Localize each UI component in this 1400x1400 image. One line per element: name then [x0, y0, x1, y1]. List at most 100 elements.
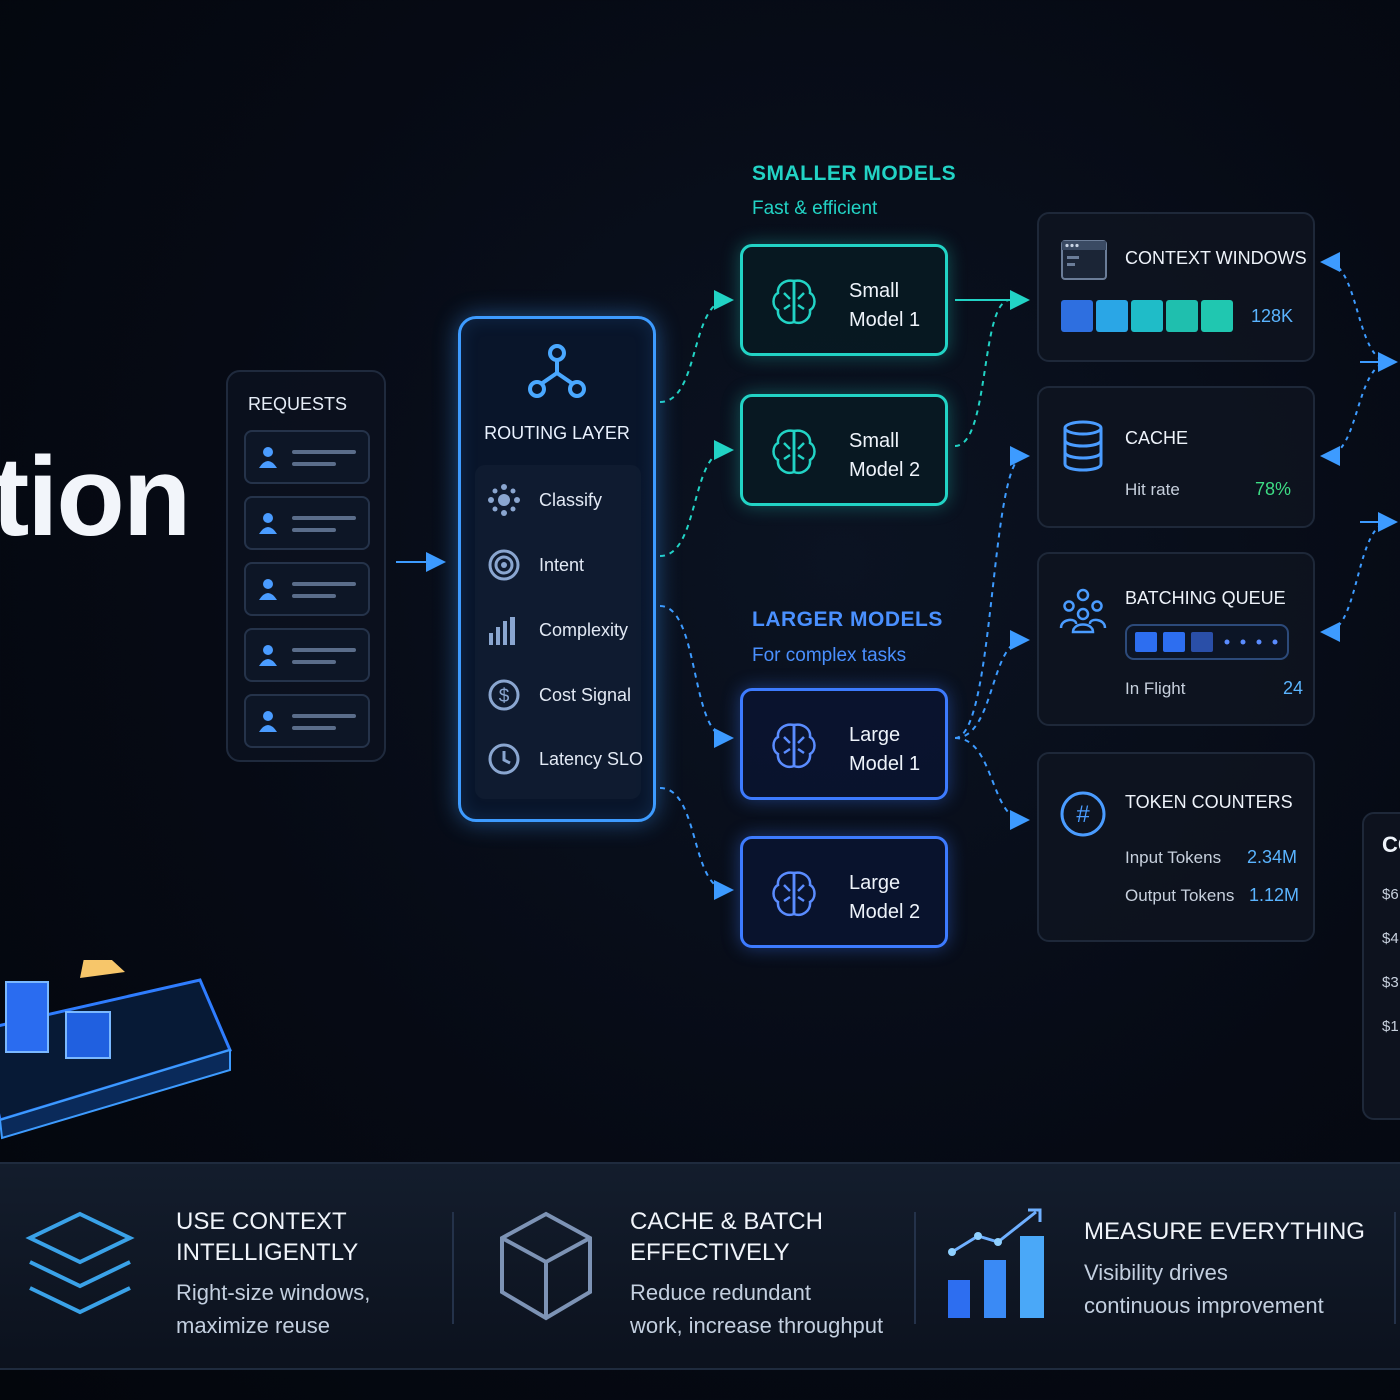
larger-models-subtitle: For complex tasks — [752, 645, 907, 666]
layers-icon — [25, 1211, 135, 1315]
batching-queue-title: BATCHING QUEUE — [1125, 588, 1286, 608]
context-segment — [1201, 300, 1233, 332]
arrow-routing-small1 — [659, 290, 734, 403]
context-windows-card[interactable]: CONTEXT WINDOWS 128K — [1037, 212, 1315, 362]
routing-item-label: Latency SLO — [539, 749, 644, 769]
cost-value: $3 — [1382, 974, 1399, 991]
platform-illustration — [0, 960, 233, 1140]
classify-icon — [488, 484, 520, 516]
large-model-2-card[interactable]: Large Model 2 — [740, 836, 948, 948]
arrow-feedback-batch — [1320, 521, 1391, 642]
cost-panel: CO $6 $4 $3 $1 — [1362, 812, 1400, 1120]
requests-title: REQUESTS — [248, 394, 348, 414]
routing-item-label: Complexity — [539, 620, 629, 640]
brain-icon — [772, 723, 816, 768]
small-model-2-card[interactable]: Small Model 2 — [740, 394, 948, 506]
model-label-line1: Large — [849, 724, 901, 746]
model-label-line1: Small — [849, 430, 900, 452]
growth-chart-icon — [948, 1208, 1044, 1318]
request-item[interactable] — [244, 628, 370, 682]
request-item[interactable] — [244, 430, 370, 484]
cache-card[interactable]: CACHE Hit rate 78% — [1037, 386, 1315, 528]
input-tokens-value: 2.34M — [1247, 847, 1298, 867]
clock-icon — [488, 743, 520, 775]
request-item[interactable] — [244, 694, 370, 748]
group-icon — [1059, 588, 1107, 634]
arrow-large-tokens — [954, 737, 1030, 830]
smaller-models-subtitle: Fast & efficient — [752, 198, 878, 219]
target-icon — [488, 549, 520, 581]
context-segment — [1061, 300, 1093, 332]
requests-panel: REQUESTS — [226, 370, 386, 762]
tip-3-title: MEASURE EVERYTHING — [1084, 1218, 1365, 1245]
user-icon — [259, 447, 277, 468]
tip-2-sub-line1: Reduce redundant — [630, 1280, 812, 1305]
cost-value: $6 — [1382, 886, 1399, 903]
large-model-1-card[interactable]: Large Model 1 — [740, 688, 948, 800]
cost-value: $1 — [1382, 1018, 1399, 1035]
model-label-line2: Model 2 — [849, 901, 921, 923]
model-label-line1: Large — [849, 872, 901, 894]
smaller-models-title: SMALLER MODELS — [752, 162, 957, 185]
divider — [1394, 1212, 1396, 1324]
tip-1-title-line2: INTELLIGENTLY — [176, 1239, 359, 1266]
larger-models-title: LARGER MODELS — [752, 608, 943, 631]
hash-icon: # — [1060, 791, 1106, 837]
token-counters-title: TOKEN COUNTERS — [1125, 792, 1293, 812]
request-item[interactable] — [244, 562, 370, 616]
request-item[interactable] — [244, 496, 370, 550]
arrow-large-cache — [954, 446, 1030, 739]
user-icon — [259, 711, 277, 732]
arrow-routing-small2 — [659, 440, 734, 557]
arrow-small2-context — [954, 299, 1011, 447]
small-model-1-card[interactable]: Small Model 1 — [740, 244, 948, 356]
user-icon — [259, 645, 277, 666]
token-counters-card[interactable]: # TOKEN COUNTERS Input Tokens 2.34M Outp… — [1037, 752, 1315, 942]
divider — [914, 1212, 916, 1324]
model-label-line2: Model 2 — [849, 459, 921, 481]
brain-icon — [772, 429, 816, 474]
arrow-routing-large2 — [659, 787, 734, 900]
model-label-line1: Small — [849, 280, 900, 302]
divider — [452, 1212, 454, 1324]
tip-1-sub-line2: maximize reuse — [176, 1313, 331, 1338]
dollar-icon: $ — [488, 679, 520, 711]
brain-icon — [772, 871, 816, 916]
context-segment — [1096, 300, 1128, 332]
hero-title: tion — [0, 434, 191, 559]
user-icon — [259, 513, 277, 534]
arrow-routing-large1 — [659, 605, 734, 748]
routing-criteria-list — [475, 465, 641, 799]
cache-title: CACHE — [1125, 428, 1189, 448]
tip-2-title-line2: EFFECTIVELY — [630, 1239, 790, 1266]
cube-icon — [500, 1211, 592, 1321]
cache-hit-rate-label: Hit rate — [1125, 480, 1180, 499]
svg-text:$: $ — [499, 686, 510, 707]
routing-item-label: Intent — [539, 555, 585, 575]
routing-item-label: Cost Signal — [539, 685, 632, 705]
tip-3-sub-line1: Visibility drives — [1084, 1260, 1228, 1285]
brain-icon — [772, 279, 816, 324]
in-flight-label: In Flight — [1125, 679, 1186, 698]
tip-1-sub-line1: Right-size windows, — [176, 1280, 371, 1305]
context-windows-value: 128K — [1251, 306, 1294, 326]
arrow-large-batch — [954, 630, 1030, 739]
tip-2-title-line1: CACHE & BATCH — [630, 1208, 823, 1235]
output-tokens-label: Output Tokens — [1125, 886, 1235, 905]
cache-hit-rate-value: 78% — [1255, 479, 1292, 499]
user-icon — [259, 579, 277, 600]
tip-1-title-line1: USE CONTEXT — [176, 1208, 347, 1235]
tip-3-sub-line2: continuous improvement — [1084, 1293, 1324, 1318]
routing-network-icon — [528, 344, 586, 398]
cost-value: $4 — [1382, 930, 1399, 947]
window-icon — [1061, 240, 1107, 280]
in-flight-value: 24 — [1283, 678, 1304, 698]
batching-queue-card[interactable]: BATCHING QUEUE In Flight 24 — [1037, 552, 1315, 726]
best-practices-bar: USE CONTEXT INTELLIGENTLY Right-size win… — [0, 1162, 1400, 1370]
context-segment — [1166, 300, 1198, 332]
svg-text:#: # — [1076, 801, 1090, 828]
arrow-feedback-context — [1320, 252, 1391, 363]
routing-item-label: Classify — [539, 490, 603, 510]
context-windows-title: CONTEXT WINDOWS — [1125, 248, 1307, 268]
model-label-line2: Model 1 — [849, 309, 921, 331]
